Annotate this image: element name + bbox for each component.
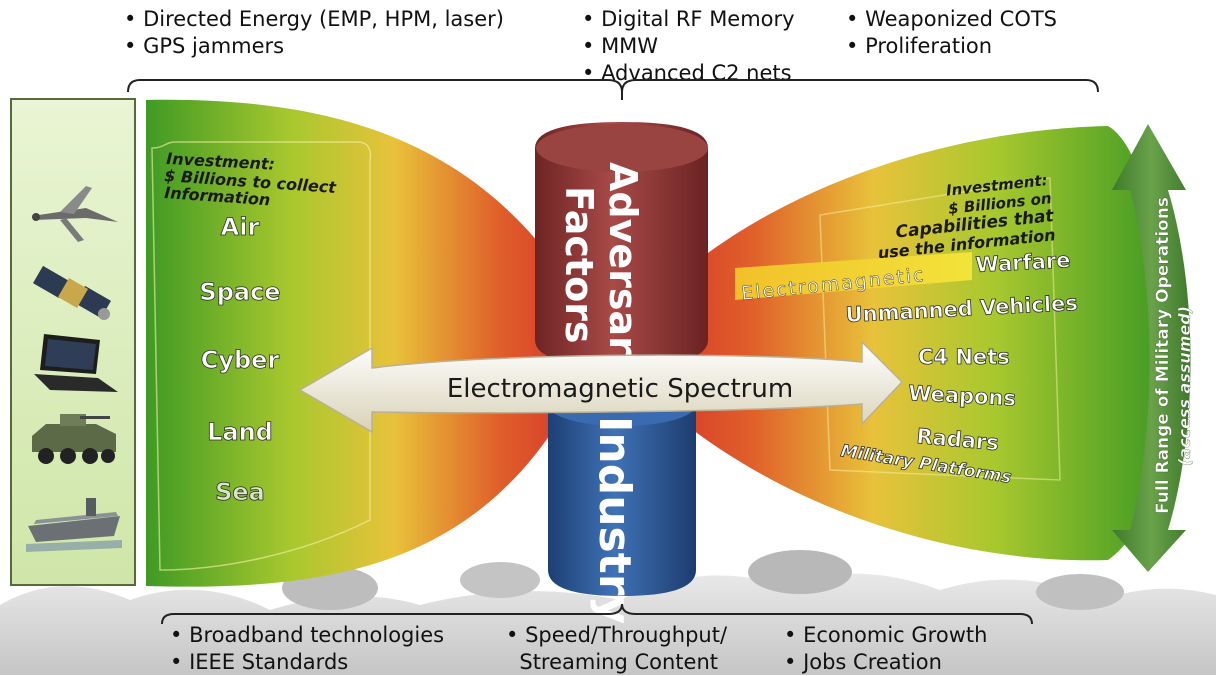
bullet-item-continued: Streaming Content: [519, 650, 719, 674]
right-funnel: [680, 126, 1165, 561]
top-bullets-col1: Directed Energy (EMP, HPM, laser) GPS ja…: [124, 6, 504, 60]
left-domains: Air Space Cyber Land Sea: [199, 213, 281, 507]
bottom-bullets-col1: Broadband technologies IEEE Standards: [170, 622, 444, 676]
bottom-bullets-col2: Speed/Throughput/ Streaming Content: [506, 622, 727, 676]
bullet-item: Digital RF Memory: [582, 6, 795, 33]
armored-vehicle-icon: [32, 414, 116, 464]
aircraft-carrier-icon: [26, 498, 122, 552]
industry-label: Industry: [589, 416, 640, 624]
bottom-brace: [161, 603, 1033, 625]
spectrum-label: Electromagnetic Spectrum: [447, 374, 793, 404]
bullet-item: GPS jammers: [124, 33, 504, 60]
satellite-icon: [33, 265, 111, 320]
industry-cylinder: Industry: [548, 384, 696, 624]
electromagnetic-spectrum-arrow: Electromagnetic Spectrum: [298, 340, 904, 434]
left-funnel: [146, 99, 560, 587]
factors-label: Factors: [557, 186, 601, 344]
bullet-item: Directed Energy (EMP, HPM, laser): [124, 6, 504, 33]
bullet-item: MMW: [582, 33, 795, 60]
bullet-item: Jobs Creation: [784, 649, 987, 676]
bullet-item: IEEE Standards: [170, 649, 444, 676]
domain-land: Land: [207, 418, 273, 446]
item-c4-nets: C4 Nets: [918, 345, 1010, 369]
top-bullets-col3: Weaponized COTS Proliferation: [846, 6, 1057, 60]
bullet-item: Speed/Throughput/: [506, 622, 727, 649]
adversary-label: Adversary: [601, 162, 645, 380]
bullet-item: Proliferation: [846, 33, 1057, 60]
operations-arrow: Full Range of Military Operations (acces…: [1112, 124, 1194, 572]
domain-sea: Sea: [215, 478, 265, 506]
adversary-factors-cylinder: Adversary Factors: [535, 122, 708, 380]
domain-air: Air: [221, 213, 260, 241]
operations-sublabel: (access assumed): [1175, 306, 1194, 466]
bottom-bullets-col3: Economic Growth Jobs Creation: [784, 622, 987, 676]
bullet-item: Weaponized COTS: [846, 6, 1057, 33]
drone-icon: [32, 186, 118, 242]
domain-space: Space: [199, 278, 280, 306]
operations-label: Full Range of Military Operations: [1153, 197, 1173, 514]
bullet-item: Economic Growth: [784, 622, 987, 649]
domain-cyber: Cyber: [201, 346, 280, 374]
platform-icon-panel: [10, 98, 136, 586]
laptop-icon: [34, 334, 118, 392]
bullet-item: Broadband technologies: [170, 622, 444, 649]
item-warfare: Warfare: [975, 248, 1071, 277]
top-brace: [127, 79, 1099, 93]
